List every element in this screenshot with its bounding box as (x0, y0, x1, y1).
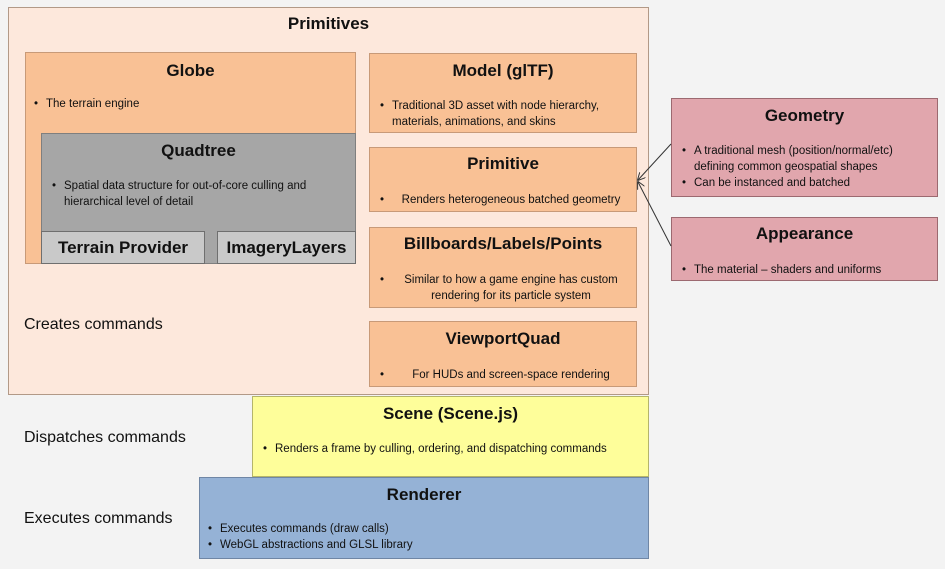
terrain-provider-title: Terrain Provider (57, 238, 189, 257)
scene-bullets: Renders a frame by culling, ordering, an… (261, 441, 641, 457)
primitive-title: Primitive (467, 154, 539, 173)
model-title: Model (glTF) (452, 61, 554, 80)
viewport-quad-bullets: For HUDs and screen-space rendering (378, 367, 630, 383)
renderer-bullet: Executes commands (draw calls) (206, 521, 636, 537)
appearance-title: Appearance (755, 224, 854, 243)
billboards-box: Billboards/Labels/Points Similar to how … (369, 227, 637, 308)
model-box: Model (glTF) Traditional 3D asset with n… (369, 53, 637, 133)
model-bullet: Traditional 3D asset with node hierarchy… (378, 98, 630, 130)
imagery-layers-title: ImageryLayers (226, 238, 347, 257)
quadtree-title: Quadtree (161, 141, 236, 160)
dispatches-commands-label: Dispatches commands (24, 429, 186, 446)
appearance-bullets: The material – shaders and uniforms (680, 262, 932, 278)
terrain-provider-box: Terrain Provider (41, 231, 205, 264)
quadtree-bullet: Spatial data structure for out-of-core c… (50, 178, 340, 210)
geometry-bullet: Can be instanced and batched (680, 175, 932, 191)
renderer-title: Renderer (386, 485, 462, 504)
geometry-title: Geometry (764, 106, 845, 125)
geometry-bullet: A traditional mesh (position/normal/etc)… (680, 143, 932, 175)
renderer-bullets: Executes commands (draw calls) WebGL abs… (206, 521, 636, 553)
appearance-bullet: The material – shaders and uniforms (680, 262, 932, 278)
globe-bullet: The terrain engine (32, 96, 342, 112)
globe-title: Globe (166, 61, 215, 80)
viewport-quad-title: ViewportQuad (445, 329, 561, 348)
billboards-bullets: Similar to how a game engine has custom … (378, 272, 630, 304)
scene-box: Scene (Scene.js) Renders a frame by cull… (252, 396, 649, 477)
imagery-layers-box: ImageryLayers (217, 231, 356, 264)
geometry-bullets: A traditional mesh (position/normal/etc)… (680, 143, 932, 191)
creates-commands-label: Creates commands (24, 316, 163, 333)
billboards-title: Billboards/Labels/Points (403, 234, 603, 253)
geometry-box: Geometry A traditional mesh (position/no… (671, 98, 938, 197)
renderer-bullet: WebGL abstractions and GLSL library (206, 537, 636, 553)
globe-bullets: The terrain engine (32, 96, 342, 112)
primitive-bullets: Renders heterogeneous batched geometry (378, 192, 630, 208)
renderer-box: Renderer Executes commands (draw calls) … (199, 477, 649, 559)
primitives-title: Primitives (287, 14, 370, 33)
scene-bullet: Renders a frame by culling, ordering, an… (261, 441, 641, 457)
scene-title: Scene (Scene.js) (382, 404, 519, 423)
quadtree-bullets: Spatial data structure for out-of-core c… (50, 178, 340, 210)
viewport-quad-bullet: For HUDs and screen-space rendering (378, 367, 630, 383)
primitive-bullet: Renders heterogeneous batched geometry (378, 192, 630, 208)
model-bullets: Traditional 3D asset with node hierarchy… (378, 98, 630, 130)
appearance-box: Appearance The material – shaders and un… (671, 217, 938, 281)
primitive-box: Primitive Renders heterogeneous batched … (369, 147, 637, 212)
billboards-bullet: Similar to how a game engine has custom … (378, 272, 630, 304)
viewport-quad-box: ViewportQuad For HUDs and screen-space r… (369, 321, 637, 387)
executes-commands-label: Executes commands (24, 510, 173, 527)
